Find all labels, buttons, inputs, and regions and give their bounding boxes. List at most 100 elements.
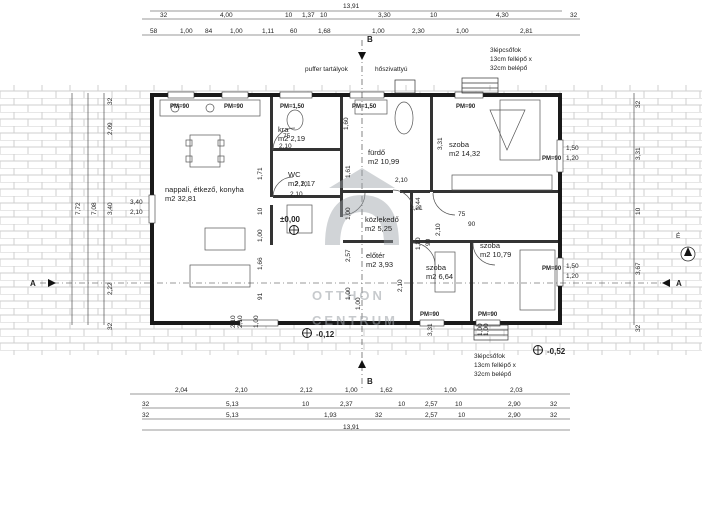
dim-top-row2: 1,68 xyxy=(318,28,331,35)
stairs-bottom-label: 13cm fellépő x xyxy=(474,362,517,369)
window-tag: PM=1,50 xyxy=(352,104,377,110)
dim-bottom-total: 13,91 xyxy=(343,424,360,431)
svg-text:-0,12: -0,12 xyxy=(316,330,335,339)
stairs-top xyxy=(461,77,499,94)
svg-text:CENTRUM: CENTRUM xyxy=(312,313,398,328)
section-a-right-arrow xyxy=(662,279,670,287)
room-name: közlekedő xyxy=(365,215,399,224)
dim-top-row1: 10 xyxy=(430,12,438,19)
window-tag: PM=90 xyxy=(542,156,562,162)
dim-top-row2: 1,00 xyxy=(372,28,385,35)
dim-top-row1: 10 xyxy=(320,12,328,19)
dim-inner: 1,20 xyxy=(415,237,422,250)
svg-text:±0,00: ±0,00 xyxy=(280,215,301,224)
room-name: szoba xyxy=(449,140,470,149)
dim-right-part: 10 xyxy=(635,207,642,215)
dim-left-part: 2,22 xyxy=(107,282,114,295)
interior-walls xyxy=(270,97,558,321)
watermark-logo: OTTHON CENTRUM xyxy=(312,168,399,328)
room-name: fürdő xyxy=(368,148,385,157)
room-name: szoba xyxy=(480,241,501,250)
puffer-tank-label: puffer tartályok xyxy=(305,66,349,73)
dim-bottom-row2: 2,90 xyxy=(508,401,521,408)
dim-inner: 75 xyxy=(458,211,466,218)
section-b-top-arrow xyxy=(358,52,366,60)
stairs-bottom xyxy=(473,324,509,341)
dim-bottom-row3: 1,93 xyxy=(324,412,337,419)
window-tag: PM=90 xyxy=(420,312,440,318)
dim-inner: 1,00 xyxy=(345,287,352,300)
dim-bottom-row2: 10 xyxy=(455,401,463,408)
level-marker-zero: ±0,00 xyxy=(280,215,301,235)
dim-inner: 1,00 xyxy=(483,323,490,336)
dim-bottom-row2: 10 xyxy=(302,401,310,408)
house-interior xyxy=(150,93,562,325)
dim-inner: 2,10 xyxy=(397,279,404,292)
stairs-top-label: 3lépcsőfok xyxy=(490,47,522,54)
dim-inner: 2,10 xyxy=(435,223,442,236)
section-b-label-bottom: B xyxy=(367,377,373,386)
dim-inner: 3,31 xyxy=(427,323,434,336)
dim-left-opening: 2,10 xyxy=(130,209,143,216)
svg-text:OTTHON: OTTHON xyxy=(312,288,385,303)
dim-inner: 1,00 xyxy=(345,207,352,220)
dim-top-row1: 4,00 xyxy=(220,12,233,19)
dim-bottom-row3: 32 xyxy=(142,412,150,419)
dim-left-part: 32 xyxy=(107,322,114,330)
door-swings xyxy=(272,127,496,266)
dim-top-row2: 2,81 xyxy=(520,28,533,35)
dim-top-row2: 2,30 xyxy=(412,28,425,35)
stairs-top-label: 32cm belépő xyxy=(490,65,528,72)
north-arrow: É xyxy=(676,231,696,262)
dim-top-row2: 60 xyxy=(290,28,298,35)
dim-top-row1: 32 xyxy=(570,12,578,19)
room-area: m2 10,79 xyxy=(480,250,511,259)
dim-bottom-row2: 32 xyxy=(550,401,558,408)
dim-right-window: 1,20 xyxy=(566,155,579,162)
room-name: kra xyxy=(278,125,289,134)
dim-left-outer: 7,72 xyxy=(75,202,82,215)
window-tag: PM=1,50 xyxy=(280,104,305,110)
section-a-label-left: A xyxy=(30,279,36,288)
dim-top-row1: 10 xyxy=(285,12,293,19)
dim-top-row2: 58 xyxy=(150,28,158,35)
window-tag: PM=90 xyxy=(170,104,190,110)
dim-bottom-row2: 2,37 xyxy=(340,401,353,408)
dim-inner: 2,10 xyxy=(295,181,308,188)
room-area: m2 3,93 xyxy=(366,260,393,269)
section-b-label-top: B xyxy=(367,35,373,44)
dim-inner: 3,31 xyxy=(437,137,444,150)
dim-bottom-row3: 2,57 xyxy=(425,412,438,419)
dim-top-row1: 1,37 xyxy=(302,12,315,19)
dim-top-row2: 1,00 xyxy=(456,28,469,35)
dim-left-part: 2,09 xyxy=(107,122,114,135)
dim-inner: 75 xyxy=(283,133,291,140)
section-b-bottom-arrow xyxy=(358,360,366,368)
dim-inner: 1,44 xyxy=(415,197,422,210)
level-marker-front: -0,12 xyxy=(302,328,335,339)
room-name: előtér xyxy=(366,251,385,260)
dim-left-mid: 7,08 xyxy=(91,202,98,215)
dim-right-part: 32 xyxy=(635,100,642,108)
dim-bottom-row1: 2,04 xyxy=(175,387,188,394)
dim-inner: 1,61 xyxy=(345,165,352,178)
dim-bottom-row2: 2,57 xyxy=(425,401,438,408)
dim-right-window: 1,50 xyxy=(566,145,579,152)
openings xyxy=(148,91,564,327)
window-tag: PM=90 xyxy=(456,104,476,110)
dim-inner: 2,10 xyxy=(237,315,244,328)
dim-bottom-row2: 32 xyxy=(142,401,150,408)
dim-inner: 10 xyxy=(257,207,264,215)
dim-right-window: 1,50 xyxy=(566,263,579,270)
dim-right-part: 3,31 xyxy=(635,147,642,160)
dim-inner: 1,00 xyxy=(257,229,264,242)
dim-top-row1: 3,30 xyxy=(378,12,391,19)
dim-inner: 90 xyxy=(425,238,432,246)
room-area: m2 6,64 xyxy=(426,272,453,281)
stairs-bottom-label: 3lépcsőfok xyxy=(474,353,506,360)
dim-inner: 2,10 xyxy=(395,177,408,184)
dim-bottom-row3: 5,13 xyxy=(226,412,239,419)
window-tag: PM=90 xyxy=(478,312,498,318)
dim-bottom-row1: 2,12 xyxy=(300,387,313,394)
